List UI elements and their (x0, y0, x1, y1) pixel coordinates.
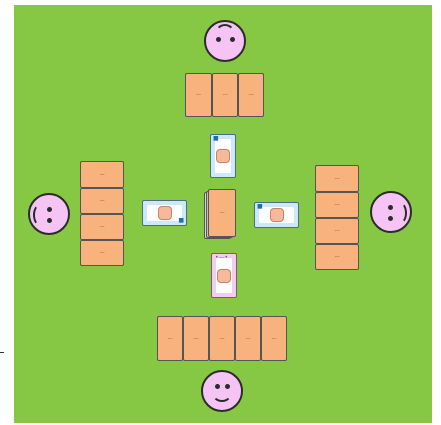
card-back-label: --- (262, 317, 286, 360)
south-hand-card[interactable]: --- (261, 316, 287, 361)
paper-hand-icon (270, 208, 284, 222)
rock-hand-icon (217, 269, 231, 283)
north-player-avatar (204, 20, 246, 62)
south-hand-card[interactable]: --- (183, 316, 209, 361)
east-hand-card[interactable]: --- (315, 244, 359, 270)
draw-pile[interactable]: --- (208, 189, 236, 237)
played-card-south: •—• (211, 253, 237, 298)
south-hand-card[interactable]: --- (157, 316, 183, 361)
played-card-east: ■ (254, 202, 299, 228)
played-card-north: ■ (210, 134, 236, 178)
face-mouth (212, 384, 232, 402)
west-hand-card[interactable]: --- (80, 240, 124, 266)
card-back-label: --- (184, 317, 208, 360)
north-hand-card[interactable]: --- (185, 73, 212, 117)
card-back-label: --- (81, 162, 123, 187)
east-hand-card[interactable]: --- (315, 218, 359, 244)
face-eye (388, 216, 393, 221)
played-card-west: ■ (142, 200, 187, 226)
north-hand-card[interactable]: --- (212, 73, 238, 117)
card-back-label: --- (81, 189, 123, 213)
south-hand-card[interactable]: --- (235, 316, 261, 361)
game-table: --- --- --- --- --- --- --- --- --- --- … (14, 5, 432, 423)
east-hand-card[interactable]: --- (315, 192, 359, 218)
card-back-label: --- (236, 317, 260, 360)
scissors-hand-icon (158, 206, 172, 220)
rock-hand-icon (216, 149, 230, 163)
north-hand-card[interactable]: --- (238, 73, 264, 117)
card-back-label: --- (158, 317, 182, 360)
card-back-label: --- (81, 215, 123, 239)
east-player-avatar (370, 191, 412, 233)
card-corner-mark: •—• (215, 255, 228, 261)
card-back-label: --- (316, 245, 358, 269)
face-mouth (215, 24, 235, 44)
card-corner-mark: ■ (257, 204, 263, 210)
south-player-avatar (201, 370, 243, 412)
card-back-label: --- (81, 241, 123, 265)
card-back-label: --- (186, 74, 211, 116)
card-corner-mark: ■ (178, 218, 184, 224)
window-edge-mark (0, 352, 4, 353)
face-mouth (393, 202, 407, 224)
face-mouth (33, 204, 47, 226)
west-hand-card[interactable]: --- (80, 214, 124, 240)
west-hand-card[interactable]: --- (80, 188, 124, 214)
card-back-label: --- (316, 166, 358, 191)
south-hand-card[interactable]: --- (209, 316, 235, 361)
card-back-label: --- (316, 219, 358, 243)
card-corner-mark: ■ (213, 136, 219, 142)
card-back-label: --- (210, 317, 234, 360)
east-hand-card[interactable]: --- (315, 165, 359, 192)
west-player-avatar (28, 193, 70, 235)
card-back-label: --- (239, 74, 263, 116)
west-hand-card[interactable]: --- (80, 161, 124, 188)
card-back-label: --- (316, 193, 358, 217)
card-back-label: --- (213, 74, 237, 116)
draw-pile-label: --- (209, 190, 235, 236)
face-eye (47, 218, 52, 223)
face-eye (47, 207, 52, 212)
